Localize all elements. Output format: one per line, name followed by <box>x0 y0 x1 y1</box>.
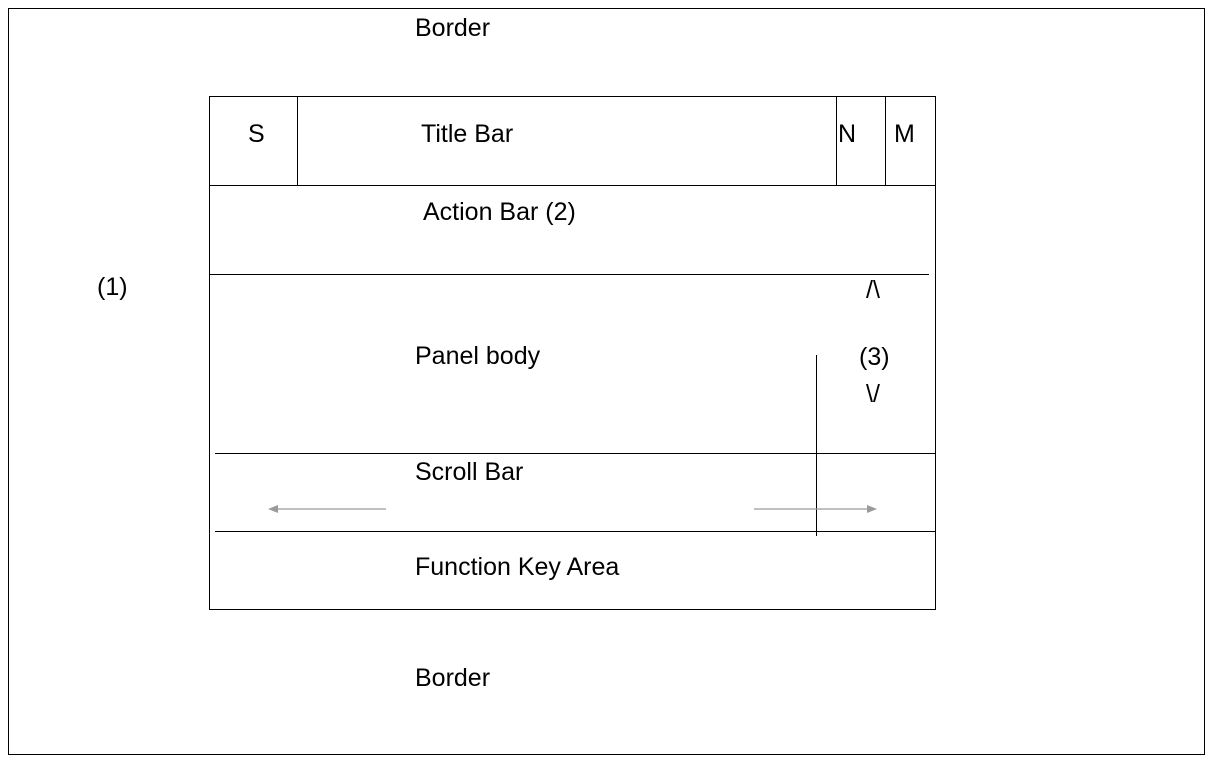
scroll-bar-top-line <box>215 453 936 454</box>
scroll-marker-label: (3) <box>859 343 890 371</box>
system-menu-divider <box>297 96 298 186</box>
scroll-down-symbol: \/ <box>866 380 880 408</box>
vertical-scroll-divider <box>816 355 817 536</box>
function-key-area-label: Function Key Area <box>415 553 620 581</box>
maximize-label: M <box>894 120 915 148</box>
minimize-label: N <box>838 120 857 148</box>
title-bar-label: Title Bar <box>421 120 514 148</box>
action-bar-label: Action Bar (2) <box>423 198 576 226</box>
outer-marker-label: (1) <box>97 273 128 301</box>
scroll-bar-label: Scroll Bar <box>415 458 524 486</box>
function-key-top-line <box>215 531 936 532</box>
panel-window <box>209 96 936 610</box>
title-bar-bottom-line <box>209 185 936 186</box>
scroll-left-arrow-icon <box>268 505 386 513</box>
border-bottom-label: Border <box>415 664 491 692</box>
outer-border-frame <box>8 8 1205 755</box>
panel-body-label: Panel body <box>415 342 541 370</box>
scroll-up-symbol: /\ <box>866 276 880 304</box>
action-bar-bottom-line <box>209 274 929 275</box>
minimize-divider <box>836 96 837 186</box>
border-top-label: Border <box>415 14 491 42</box>
system-menu-label: S <box>248 120 265 148</box>
scroll-right-arrow-icon <box>754 505 877 513</box>
maximize-divider <box>885 96 886 186</box>
